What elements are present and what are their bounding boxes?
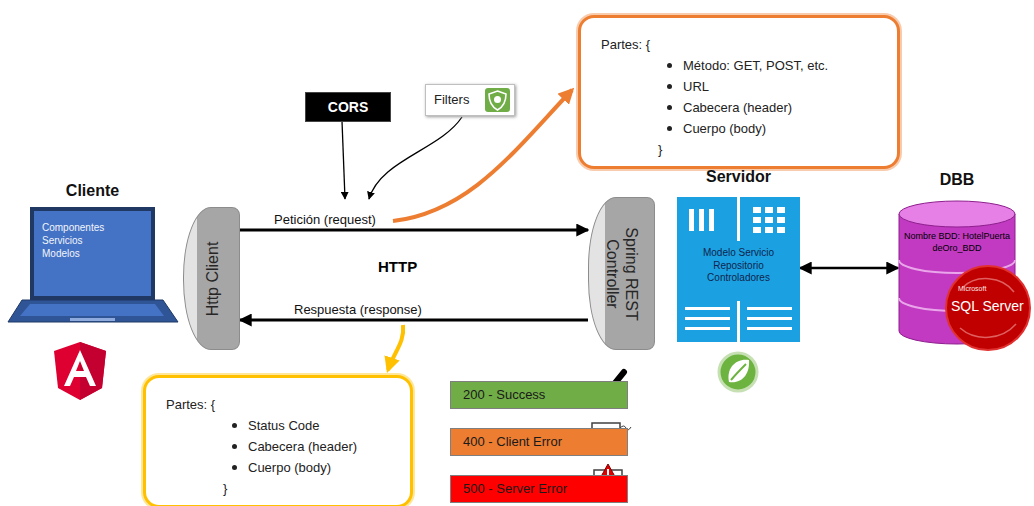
server-shape bbox=[709, 209, 714, 231]
database-shape bbox=[960, 324, 1016, 337]
node-text: } bbox=[223, 478, 390, 499]
server-shape bbox=[753, 217, 761, 223]
filters-box-shape bbox=[489, 91, 506, 110]
node-text: Spring REST Controller bbox=[603, 205, 641, 342]
server-shape bbox=[747, 317, 792, 320]
node-text: Método: GET, POST, etc. bbox=[683, 55, 877, 76]
database-shape bbox=[898, 200, 1016, 345]
server-shape bbox=[685, 307, 730, 310]
server-shape bbox=[689, 209, 694, 231]
server-shape bbox=[737, 197, 740, 241]
response-parts-callout: Partes: {Status CodeCabecera (header)Cue… bbox=[143, 375, 413, 506]
laptop-base bbox=[8, 300, 178, 322]
message-arrow bbox=[240, 319, 588, 322]
response-callout-pointer bbox=[388, 325, 403, 370]
edge-label: Petición (request) bbox=[272, 211, 378, 228]
server-shape bbox=[777, 207, 785, 213]
server-shape bbox=[777, 217, 785, 223]
server-shape bbox=[747, 327, 792, 330]
node-text: Nombre BDD: HotelPuertadeOro_BDD bbox=[902, 230, 1012, 254]
server-shape bbox=[685, 327, 730, 330]
heading: Cliente bbox=[4, 182, 181, 200]
angular-logo bbox=[54, 342, 106, 400]
spring-logo bbox=[719, 353, 757, 391]
response-callout-pointer bbox=[388, 325, 403, 370]
server-shape bbox=[765, 207, 773, 213]
server-shape bbox=[765, 227, 773, 233]
laptop-base bbox=[8, 300, 178, 322]
node-text: Cabecera (header) bbox=[683, 97, 877, 118]
edge-label: Respuesta (response) bbox=[292, 301, 424, 318]
cors-box: CORS bbox=[305, 92, 391, 122]
angular-logo bbox=[64, 350, 96, 386]
filters-box-shape bbox=[485, 88, 510, 112]
message-arrow bbox=[240, 229, 588, 232]
spring-logo bbox=[719, 353, 757, 391]
logo-vendor: Microsoft bbox=[958, 285, 986, 292]
status-client-error: 400 - Client Error bbox=[450, 428, 628, 456]
node-text: } bbox=[658, 139, 877, 160]
node-text: 200 - Success bbox=[463, 382, 583, 408]
heading: Servidor bbox=[647, 168, 830, 186]
node-text: Modelo Servicio Repositorio Controladore… bbox=[702, 247, 776, 285]
server-shape bbox=[737, 301, 740, 342]
server-shape bbox=[765, 217, 773, 223]
node-text: Componentes Servicios Modelos bbox=[34, 211, 122, 260]
node-text: 400 - Client Error bbox=[463, 429, 583, 455]
database-shape bbox=[946, 266, 1030, 350]
node-text: URL bbox=[683, 76, 877, 97]
node-text: Status Code bbox=[248, 415, 390, 436]
cors-pointer bbox=[342, 121, 345, 199]
spring-logo bbox=[731, 364, 746, 380]
spring-logo bbox=[728, 360, 749, 383]
spring-rest-controller: Spring REST Controller bbox=[588, 197, 655, 350]
client-laptop: ClienteComponentes Servicios Modelos bbox=[30, 207, 155, 300]
double-arrow bbox=[800, 267, 898, 270]
server-shape bbox=[747, 307, 792, 310]
logo-name: SQL Server bbox=[951, 298, 1024, 314]
status-success: 200 - Success bbox=[450, 381, 628, 409]
filters-box-shape bbox=[494, 96, 501, 103]
database-shape bbox=[899, 201, 1015, 227]
node-text: Partes: { bbox=[601, 34, 877, 55]
server-shape bbox=[753, 227, 761, 233]
filters-pointer bbox=[369, 117, 462, 199]
node-text: Filters bbox=[434, 85, 480, 115]
node-text: Http Client bbox=[202, 215, 221, 342]
server-shape bbox=[685, 317, 730, 320]
server: ServidorModelo Servicio Repositorio Cont… bbox=[677, 197, 800, 342]
http-client: Http Client bbox=[183, 207, 240, 350]
laptop-base bbox=[20, 304, 164, 316]
server-shape bbox=[699, 209, 704, 231]
node-text: Cabecera (header) bbox=[248, 436, 390, 457]
filters-box: Filters bbox=[425, 84, 515, 116]
database: DBBNombre BDD: HotelPuertadeOro_BDD bbox=[898, 200, 1016, 345]
angular-logo bbox=[54, 342, 106, 400]
filters-pointer bbox=[369, 117, 462, 199]
node-text: 500 - Server Error bbox=[463, 476, 583, 502]
protocol-label: HTTP bbox=[378, 258, 417, 275]
heading: DBB bbox=[868, 171, 1034, 189]
node-text: CORS bbox=[306, 93, 390, 121]
node-text: Cuerpo (body) bbox=[248, 457, 390, 478]
server-shape bbox=[677, 197, 800, 342]
laptop-base bbox=[70, 318, 115, 321]
status-server-error: 500 - Server Error bbox=[450, 475, 628, 503]
server-shape bbox=[753, 207, 761, 213]
server-shape bbox=[777, 227, 785, 233]
request-parts-callout: Partes: {Método: GET, POST, etc.URLCabec… bbox=[578, 15, 900, 169]
node-text: Partes: { bbox=[166, 394, 390, 415]
node-text: Cuerpo (body) bbox=[683, 118, 877, 139]
cors-pointer bbox=[342, 121, 345, 199]
